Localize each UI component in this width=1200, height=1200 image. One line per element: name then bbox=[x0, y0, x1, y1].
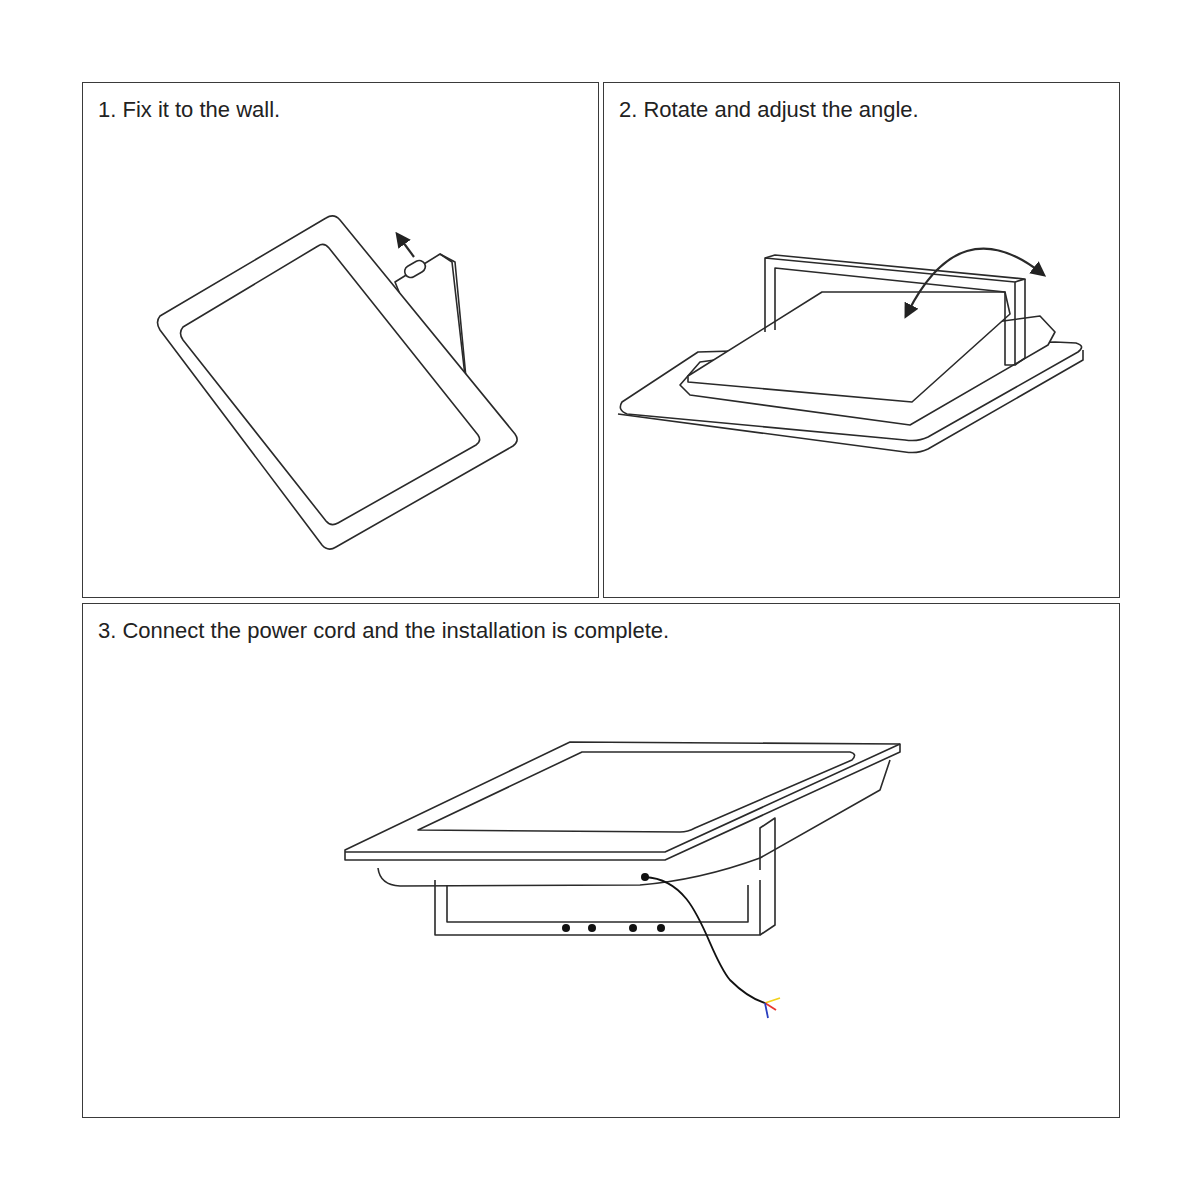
cord-entry bbox=[641, 873, 649, 881]
tablet-rotate-view bbox=[618, 249, 1083, 453]
step-heading: 2. Rotate and adjust the angle. bbox=[619, 97, 919, 123]
mounting-holes bbox=[562, 924, 665, 932]
step-panel: 1. Fix it to the wall. bbox=[82, 82, 599, 598]
step-panel: 3. Connect the power cord and the instal… bbox=[82, 603, 1120, 1118]
step-heading: 1. Fix it to the wall. bbox=[98, 97, 280, 123]
step-panel: 2. Rotate and adjust the angle. bbox=[603, 82, 1120, 598]
power-cord-wires bbox=[765, 998, 780, 1018]
step-heading: 3. Connect the power cord and the instal… bbox=[98, 618, 669, 644]
tablet-side-view bbox=[158, 216, 518, 549]
tablet-installed-view bbox=[345, 742, 900, 1003]
